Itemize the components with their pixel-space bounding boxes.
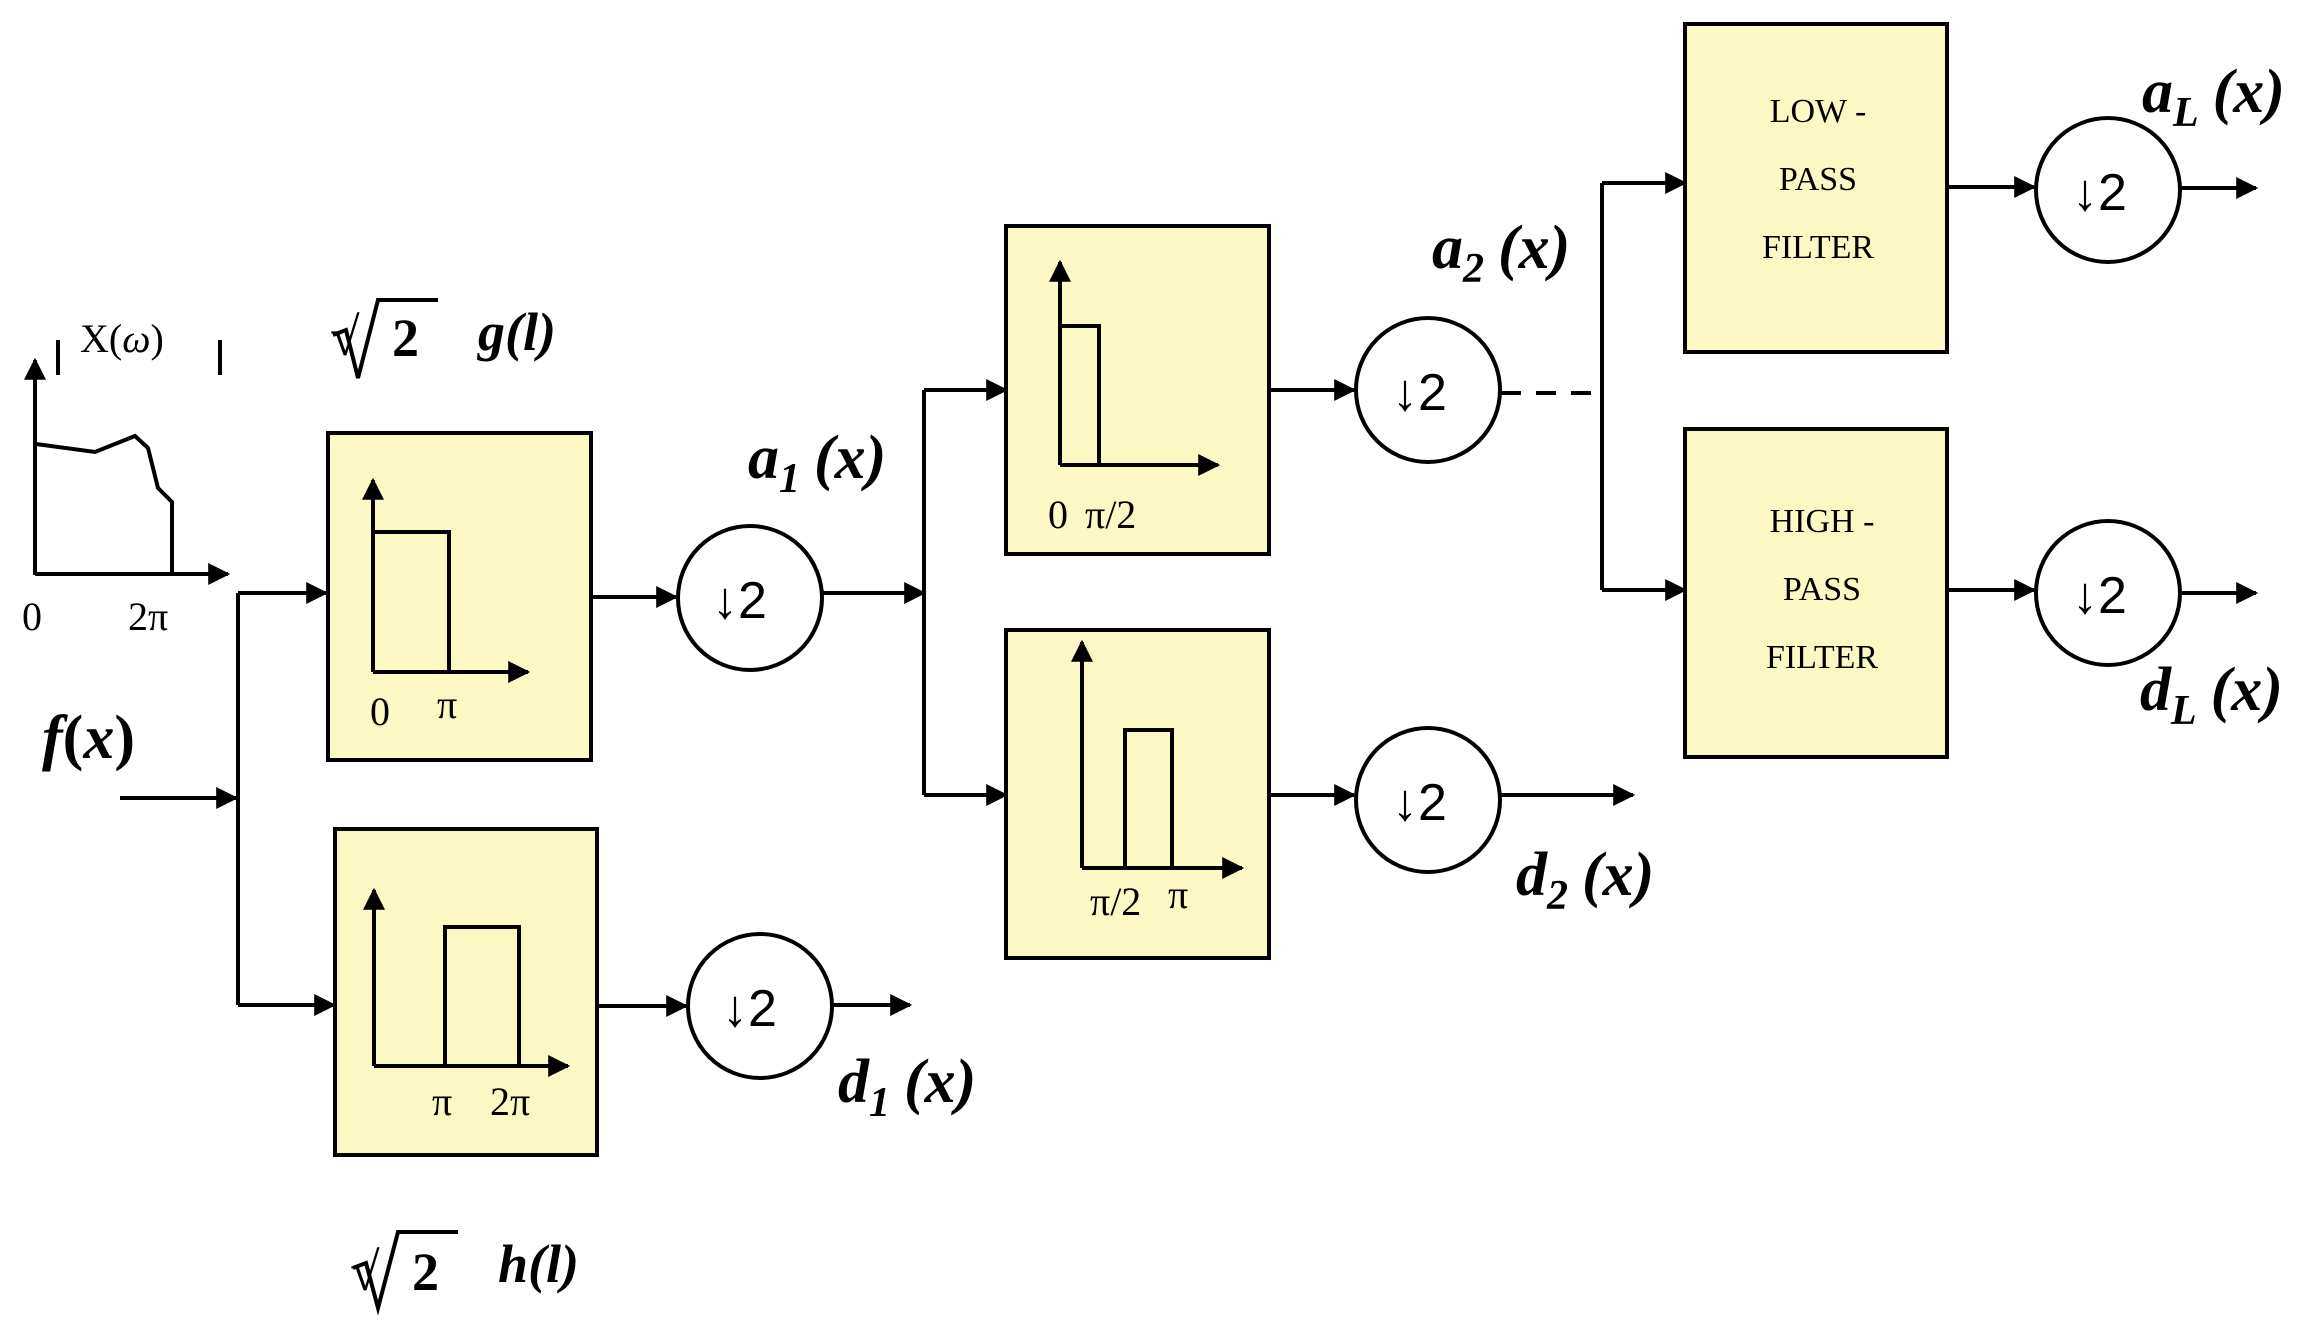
- stageL-lp-label-3: FILTER: [1762, 229, 1874, 266]
- input-label: f(x): [42, 704, 135, 772]
- stage1-lp-tick-0: 0: [370, 689, 390, 734]
- stageL-lp-downsample-label: ↓2: [2072, 164, 2127, 222]
- stage1-lowpass-filter: 0 π: [326, 431, 593, 762]
- lowpass-coef-g: g(l): [477, 302, 556, 362]
- highpass-coef-h: h(l): [498, 1234, 579, 1294]
- stage2-hp-tick-0: π/2: [1090, 879, 1141, 924]
- stage1-highpass-downsampler: ↓2: [686, 932, 834, 1080]
- spectrum-tick-start: 0: [22, 594, 42, 639]
- stageL-lowpass-filter: LOW - PASS FILTER: [1683, 22, 1949, 354]
- stageL-lp-label-2: PASS: [1779, 161, 1857, 198]
- input-spectrum-plot: X(ω) 0 2π: [22, 316, 231, 639]
- stage1-lp-tick-1: π: [437, 682, 457, 727]
- stageL-lp-label-1: LOW -: [1770, 93, 1867, 130]
- stage2-lp-downsample-label: ↓2: [1392, 364, 1447, 422]
- lowpass-coef-label: √: [330, 307, 360, 367]
- stage2-lowpass-filter: 0 π/2: [1004, 224, 1271, 556]
- stage2-highpass-downsampler: ↓2: [1354, 726, 1502, 874]
- aL-output-label: aL(x): [2142, 58, 2285, 136]
- spectrum-tick-end: 2π: [128, 594, 168, 639]
- stage1-hp-tick-0: π: [432, 1079, 452, 1124]
- input-signal: f(x): [42, 582, 337, 1016]
- highpass-coef-2: 2: [412, 1242, 439, 1302]
- stage1-lp-downsample-label: ↓2: [712, 572, 767, 630]
- stage2-hp-downsample-label: ↓2: [1392, 774, 1447, 832]
- lowpass-coef-2: 2: [392, 308, 419, 368]
- stageL-highpass-downsampler: ↓2: [2034, 519, 2182, 667]
- stage2-highpass-filter: π/2 π: [1004, 628, 1271, 960]
- stageL-hp-label-1: HIGH -: [1770, 503, 1875, 540]
- a1-output-label: a1(x): [748, 424, 886, 502]
- stageL-lowpass-downsampler: ↓2: [2034, 116, 2182, 264]
- stage2-lp-tick-1: π/2: [1085, 492, 1136, 537]
- d2-output-label: d2(x): [1516, 841, 1654, 919]
- stage2-lowpass-downsampler: ↓2: [1354, 316, 1502, 464]
- stage2-hp-tick-1: π: [1168, 872, 1188, 917]
- stage1-hp-downsample-label: ↓2: [722, 980, 777, 1038]
- stageL-hp-label-2: PASS: [1783, 571, 1861, 608]
- stage1-lowpass-downsampler: ↓2: [676, 524, 824, 672]
- a2-output-label: a2(x): [1432, 214, 1570, 292]
- dL-output-label: dL(x): [2140, 656, 2283, 734]
- stage1-hp-tick-1: 2π: [490, 1079, 530, 1124]
- stageL-hp-label-3: FILTER: [1766, 639, 1878, 676]
- spectrum-label: X(ω): [80, 316, 164, 361]
- stage2-lp-tick-0: 0: [1048, 492, 1068, 537]
- stageL-hp-downsample-label: ↓2: [2072, 567, 2127, 625]
- stageL-highpass-filter: HIGH - PASS FILTER: [1683, 427, 1949, 759]
- d1-output-label: d1(x): [838, 1048, 976, 1126]
- stage1-highpass-filter: π 2π: [333, 827, 599, 1157]
